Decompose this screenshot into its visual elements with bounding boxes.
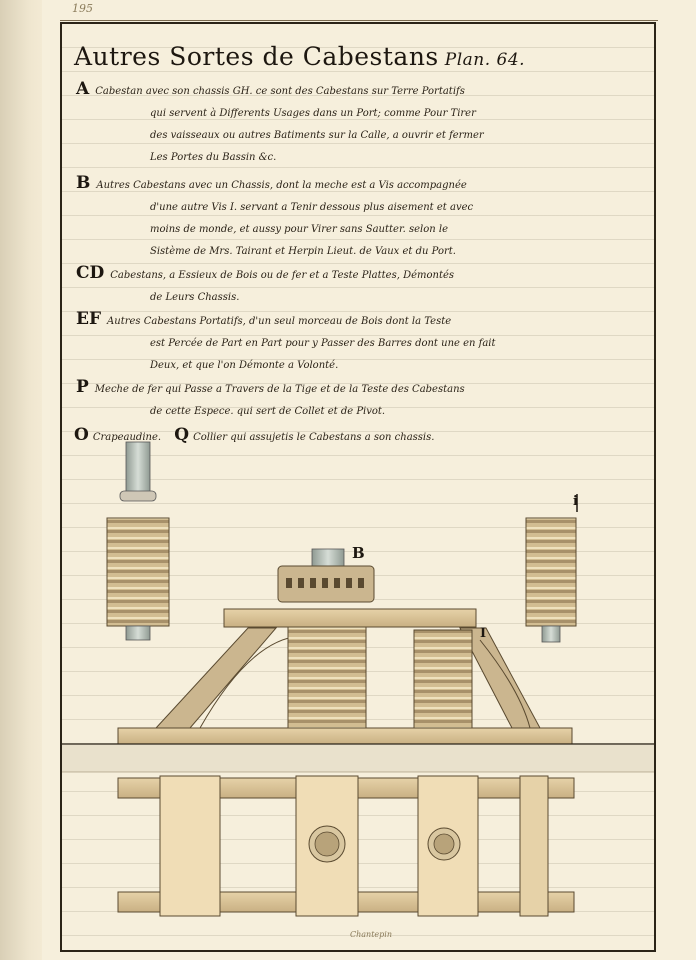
entry-key: O [74, 425, 89, 445]
entry-line: Autres Cabestans Portatifs, d'un seul mo… [107, 316, 452, 327]
capstan-frame [117, 608, 573, 745]
entry-line: Deux, et que l'on Démonte a Volonté. [150, 360, 339, 371]
entry-key: B [76, 173, 91, 193]
plan-view [117, 775, 575, 917]
entry-line: Meche de fer qui Passe a Travers de la T… [94, 384, 465, 395]
entry-line: est Percée de Part en Part pour y Passer… [150, 338, 496, 349]
entry-key: A [76, 79, 90, 99]
right-screw-detail [525, 494, 578, 643]
entry-line: de Leurs Chassis. [150, 292, 240, 303]
entry-line: Les Portes du Bassin &c. [150, 152, 277, 163]
entry-line: Cabestans, a Essieux de Bois ou de fer e… [110, 270, 455, 281]
entry-line: Autres Cabestans avec un Chassis, dont l… [96, 180, 467, 191]
title-text: Autres Sortes de Cabestans [74, 42, 439, 71]
top-rule [60, 20, 658, 21]
label-i-top: i [573, 494, 578, 509]
page-frame [60, 22, 656, 952]
left-screw-detail [106, 441, 170, 641]
entry-line: d'une autre Vis I. servant a Tenir desso… [150, 202, 474, 213]
entry-key: EF [76, 309, 102, 329]
central-capstan [277, 548, 473, 729]
entry-line: Crapeaudine. [92, 432, 162, 443]
entry-key: P [76, 377, 89, 397]
label-b: B [352, 544, 365, 562]
entry-line: Sistème de Mrs. Tairant et Herpin Lieut.… [150, 246, 456, 257]
legend-entry-a: A Cabestan avec son chassis GH. ce sont d… [76, 78, 656, 169]
label-i-mid: I [480, 626, 487, 641]
entry-line: Cabestan avec son chassis GH. ce sont de… [95, 86, 465, 97]
legend-entry-cd: CD Cabestans, a Essieux de Bois ou de fer… [76, 262, 656, 309]
entry-key: Q [174, 425, 190, 445]
legend-entry-p: P Meche de fer qui Passe a Travers de la … [76, 376, 656, 423]
legend-entry-b: B Autres Cabestans avec un Chassis, dont … [76, 172, 656, 263]
page-number: 195 [72, 2, 93, 15]
page-binding [0, 0, 42, 960]
entry-line: qui servent à Differents Usages dans un … [150, 108, 476, 119]
entry-line: moins de monde, et aussy pour Virer sans… [150, 224, 448, 235]
entry-key: CD [76, 263, 105, 283]
plan-number: Plan. 64. [444, 50, 526, 70]
entry-line: Collier qui assujetis le Cabestans a son… [193, 432, 435, 443]
entry-line: des vaisseaux ou autres Batiments sur la… [150, 130, 484, 141]
ground-band [62, 744, 654, 772]
legend-entry-ef: EF Autres Cabestans Portatifs, d'un seul … [76, 308, 656, 377]
entry-line: de cette Espece. qui sert de Collet et d… [150, 406, 386, 417]
signature: Chantepin [350, 930, 392, 939]
